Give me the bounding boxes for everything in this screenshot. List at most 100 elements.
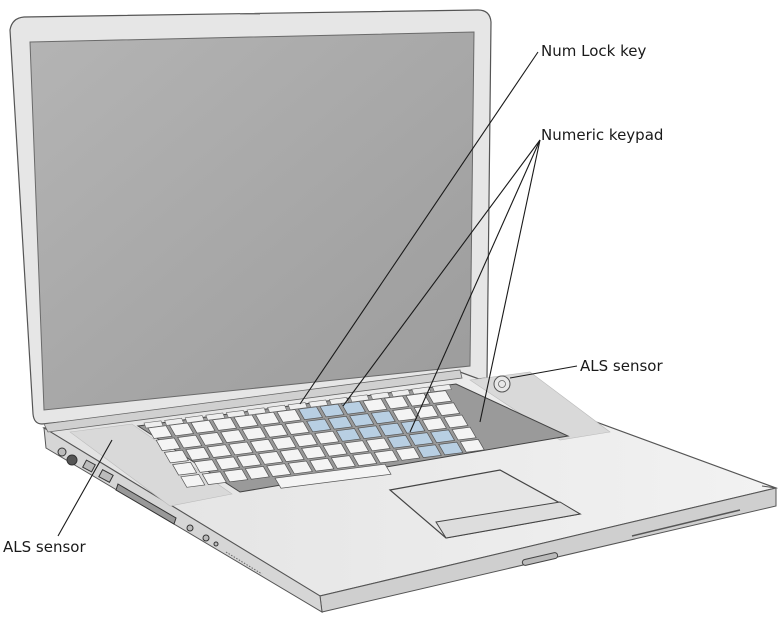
keyboard-key[interactable] (177, 434, 203, 449)
keypad-leader-3 (479, 139, 541, 423)
keypad-key[interactable] (335, 428, 361, 442)
left-side-ports (57, 447, 263, 575)
keyboard-key[interactable] (451, 426, 477, 441)
keyboard-key[interactable] (459, 439, 485, 453)
keyboard-key[interactable] (193, 459, 219, 473)
als-sensor-right-label: ALS sensor (580, 357, 663, 375)
keypad-key[interactable] (340, 401, 367, 415)
keyboard-key[interactable] (190, 419, 216, 434)
keyboard-key[interactable] (435, 402, 461, 416)
display-lid (9, 9, 492, 425)
keyboard-key[interactable] (155, 437, 181, 452)
keyboard-key[interactable] (266, 463, 292, 477)
keyboard-key[interactable] (383, 395, 410, 410)
function-key[interactable] (370, 391, 391, 400)
keyboard-key[interactable] (405, 392, 431, 407)
keyboard-key[interactable] (426, 390, 453, 404)
keyboard-key[interactable] (180, 474, 206, 488)
keypad-key[interactable] (319, 403, 345, 418)
keyboard-key[interactable] (228, 441, 254, 456)
function-key[interactable] (164, 417, 185, 426)
keyboard-key[interactable] (314, 430, 340, 445)
keyboard-key[interactable] (322, 443, 348, 457)
keyboard-key[interactable] (249, 438, 275, 453)
keyboard-key[interactable] (443, 414, 469, 429)
keyboard-key[interactable] (309, 457, 335, 472)
keypad-key[interactable] (297, 406, 324, 420)
keyboard-key[interactable] (287, 460, 313, 475)
keyboard-key[interactable] (284, 421, 310, 435)
keyboard-key[interactable] (276, 409, 302, 423)
keypad-key[interactable] (408, 432, 434, 446)
keypad-key[interactable] (327, 415, 353, 430)
keypad-key[interactable] (378, 422, 404, 437)
keyboard-key[interactable] (223, 468, 249, 483)
keypad-key[interactable] (438, 441, 464, 456)
keypad-key[interactable] (306, 418, 332, 433)
keyboard-key[interactable] (258, 451, 284, 465)
keyboard-key[interactable] (201, 471, 227, 485)
function-key[interactable] (267, 404, 288, 413)
keypad-key[interactable] (416, 444, 442, 458)
als-left-leader (57, 439, 113, 537)
keyboard-key[interactable] (241, 426, 267, 441)
keyboard-key[interactable] (215, 456, 241, 471)
keyboard-key[interactable] (271, 436, 297, 450)
function-key[interactable] (205, 412, 226, 421)
function-key[interactable] (184, 415, 205, 424)
keyboard-key[interactable] (292, 433, 318, 448)
keypad-leader-1 (342, 139, 541, 407)
keyboard-key[interactable] (220, 429, 246, 443)
callout-lines (57, 51, 578, 537)
keyboard-key[interactable] (352, 452, 378, 467)
keyboard-key[interactable] (254, 411, 281, 426)
keyboard-key[interactable] (163, 449, 189, 464)
keyboard-key[interactable] (206, 444, 232, 458)
keypad-key[interactable] (357, 425, 383, 439)
power-button[interactable] (493, 375, 511, 393)
keypad-key[interactable] (370, 410, 396, 425)
keyboard-key[interactable] (211, 417, 238, 431)
function-key[interactable] (411, 386, 432, 395)
keypad-key[interactable] (430, 429, 456, 444)
keyboard-key[interactable] (301, 445, 327, 460)
keypad-leader-2 (409, 139, 541, 433)
function-key[interactable] (308, 399, 329, 408)
als-right-leader (509, 365, 578, 379)
keypad-key[interactable] (387, 434, 413, 449)
keyboard-key[interactable] (421, 417, 447, 431)
function-key[interactable] (287, 402, 308, 411)
front-latch (521, 552, 559, 566)
als-sensor-left-label: ALS sensor (3, 538, 86, 556)
keypad-key[interactable] (349, 413, 375, 427)
keyboard-key[interactable] (279, 448, 305, 462)
keyboard-key[interactable] (233, 414, 259, 429)
function-key[interactable] (328, 397, 349, 405)
keyboard-key[interactable] (198, 432, 224, 446)
keyboard-key[interactable] (263, 424, 289, 438)
keyboard-key[interactable] (365, 437, 391, 452)
function-key[interactable] (225, 410, 246, 418)
keyboard-key[interactable] (185, 447, 211, 461)
function-key[interactable] (349, 394, 370, 403)
keyboard-key[interactable] (395, 447, 421, 461)
keyboard-key[interactable] (344, 440, 370, 454)
keyboard-key[interactable] (330, 455, 356, 469)
keyboard-key[interactable] (244, 466, 270, 480)
function-key[interactable] (143, 420, 164, 429)
function-key[interactable] (246, 407, 267, 416)
keyboard-key[interactable] (236, 453, 262, 468)
function-key[interactable] (390, 389, 411, 398)
num-lock-key-label: Num Lock key (541, 42, 647, 60)
screen (29, 31, 475, 411)
function-key[interactable] (431, 384, 452, 392)
keyboard-key[interactable] (172, 461, 198, 476)
keyboard-key[interactable] (373, 449, 399, 464)
keyboard-keys (143, 384, 485, 489)
keyboard-key[interactable] (362, 398, 388, 412)
space-bar[interactable] (274, 463, 392, 489)
keyboard-key[interactable] (392, 407, 418, 422)
trackpad-button[interactable] (435, 501, 582, 539)
